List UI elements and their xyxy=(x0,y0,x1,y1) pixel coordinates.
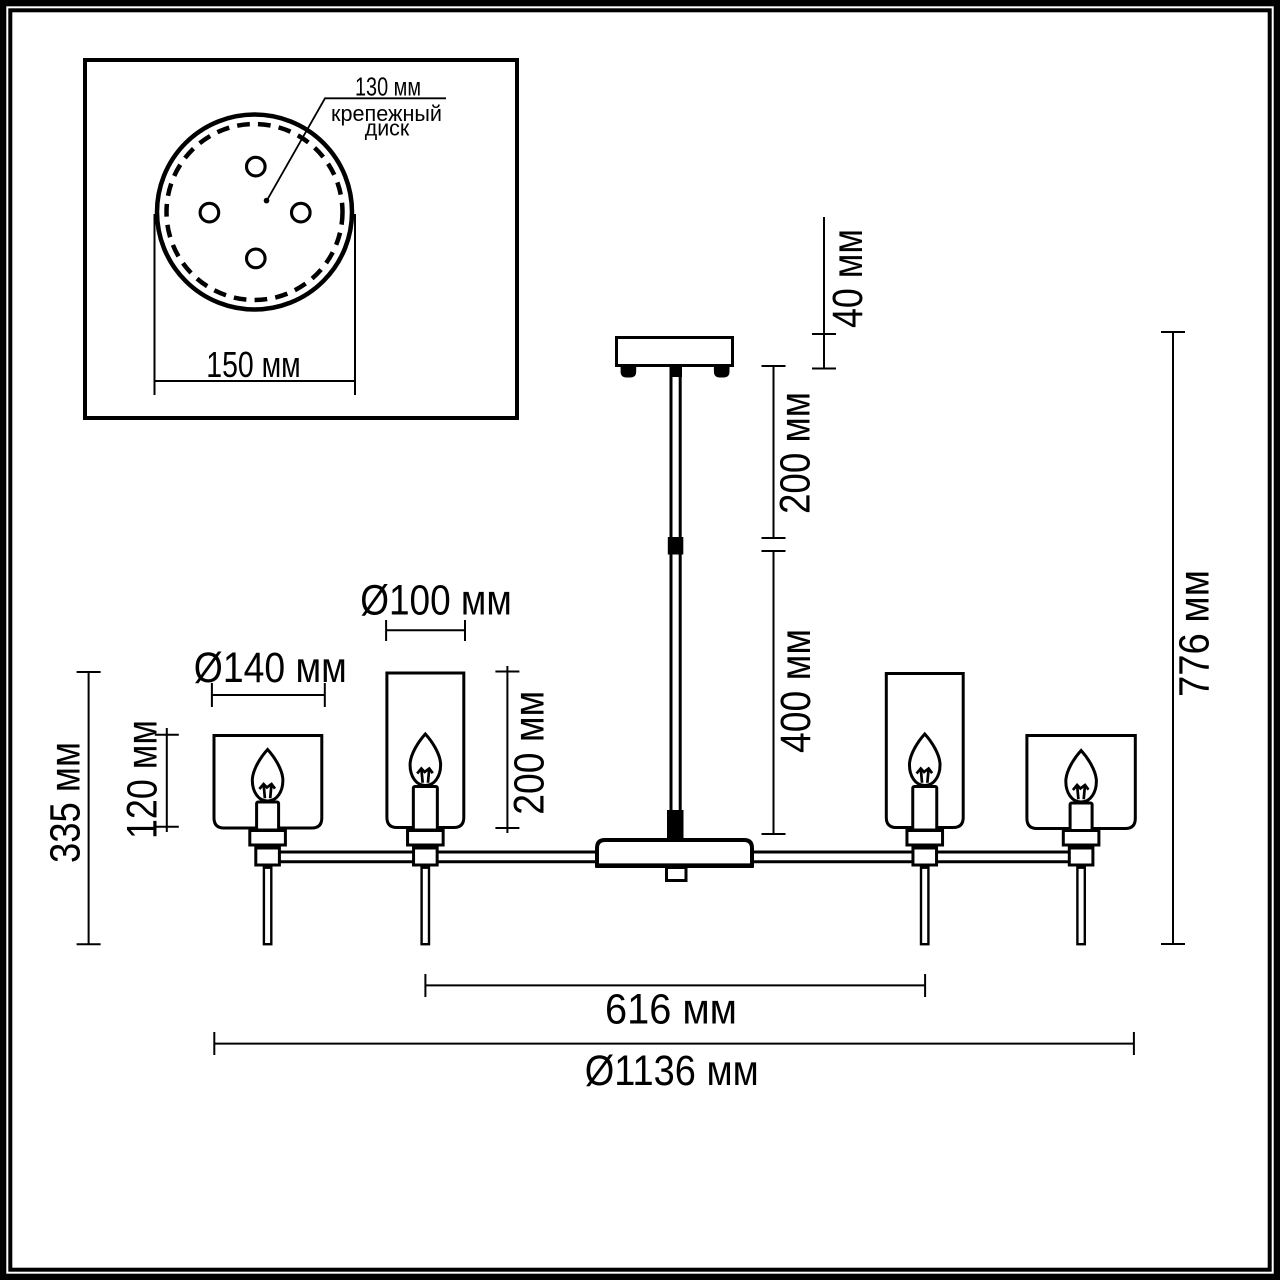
svg-text:150 мм: 150 мм xyxy=(206,344,301,385)
svg-text:335 мм: 335 мм xyxy=(43,742,90,863)
svg-text:130 мм: 130 мм xyxy=(355,71,421,101)
svg-text:Ø100 мм: Ø100 мм xyxy=(360,578,512,625)
svg-text:200 мм: 200 мм xyxy=(507,691,554,815)
svg-text:Ø1136 мм: Ø1136 мм xyxy=(585,1048,759,1095)
svg-text:Ø140 мм: Ø140 мм xyxy=(194,645,347,692)
svg-text:40 мм: 40 мм xyxy=(825,229,872,328)
svg-text:200 мм: 200 мм xyxy=(773,392,820,514)
svg-text:диск: диск xyxy=(365,116,410,141)
svg-text:400 мм: 400 мм xyxy=(773,629,820,753)
svg-text:крепежный: крепежный xyxy=(331,101,442,126)
svg-text:776 мм: 776 мм xyxy=(1172,570,1219,697)
svg-text:120 мм: 120 мм xyxy=(120,720,167,839)
svg-text:616 мм: 616 мм xyxy=(605,987,737,1034)
